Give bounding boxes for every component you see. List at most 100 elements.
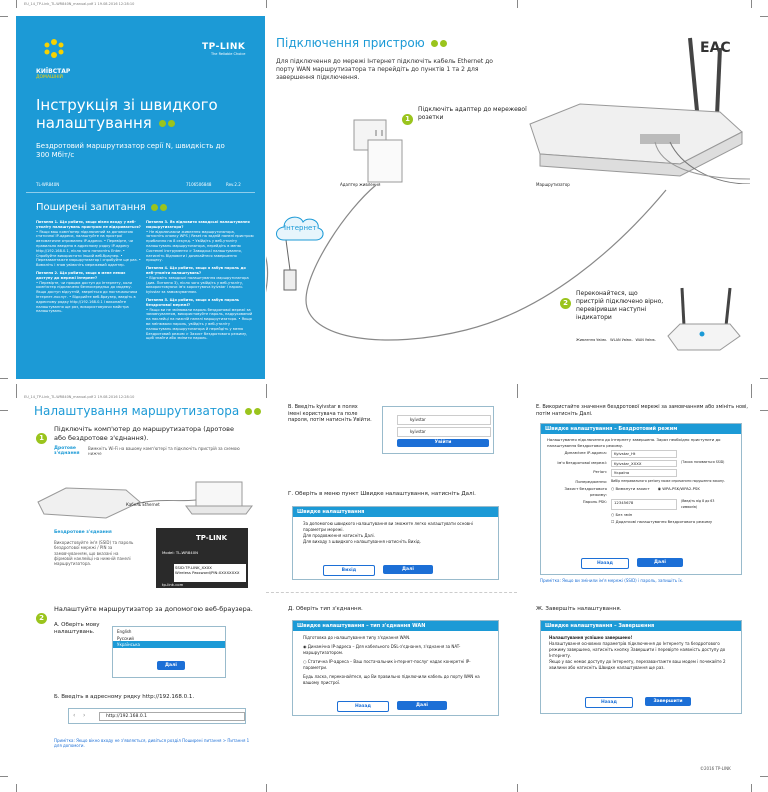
dialog-body: Підготовка до налаштування типу з'єднанн… xyxy=(293,631,498,690)
faq-col-right: Питання 3. Як відновити заводські налашт… xyxy=(146,220,254,341)
connect-title-text: Підключення пристрою xyxy=(276,36,425,50)
sticker-ssid: SSID:TP-LINK_XXXX xyxy=(175,565,212,570)
wireless-intro: Налаштування підключення до Інтернету за… xyxy=(547,437,721,448)
faq-q3: Питання 3. Як відновити заводські налашт… xyxy=(146,220,250,229)
row-3: Регіон:Україна xyxy=(547,469,735,477)
cover-subtitle: Бездротовий маршрутизатор серії N, швидк… xyxy=(36,142,225,159)
radio-icon: ○ xyxy=(303,659,308,664)
adapter-label: Адаптер живлення xyxy=(340,182,381,187)
crop-mark xyxy=(266,0,267,8)
crop-mark xyxy=(266,784,267,792)
crop-mark xyxy=(751,0,752,8)
wired-label: Дротове з'єднання xyxy=(54,446,80,456)
tplink-tagline: The Reliable Choice xyxy=(210,52,246,56)
faq-a1: • Якщо ваш комп'ютер підключений за допо… xyxy=(36,229,141,268)
forward-arrow-icon[interactable]: › xyxy=(83,712,86,719)
connect-title: Підключення пристрою xyxy=(276,36,447,50)
wired-note: Вимкніть Wi-Fi на вашому комп'ютері та п… xyxy=(88,446,240,456)
lang-ukrainian[interactable]: Українська xyxy=(113,641,225,648)
lang-russian[interactable]: Русский xyxy=(117,636,134,641)
cover-title: Інструкція зі швидкого налаштування xyxy=(36,96,246,132)
cloud-icon xyxy=(276,216,324,241)
ssid-field[interactable]: Kyivstar_XXXX xyxy=(611,459,677,467)
wan-option-dynamic[interactable]: ◉ Динамічна IP-адреса – Для кабельного D… xyxy=(303,644,461,655)
step-zh: Ж. Завершіть налаштування. xyxy=(536,606,622,612)
address-field[interactable]: http://192.168.0.1 xyxy=(99,712,245,721)
setup-step1-num: 1 xyxy=(36,425,47,444)
faq-q5: Питання 5. Що робити, якщо я забув парол… xyxy=(146,297,240,307)
connect-intro: Для підключення до мережі Інтернет підкл… xyxy=(276,58,493,81)
password-field[interactable]: kyivstar xyxy=(397,427,491,437)
indicator-power: Живлення Увімк. xyxy=(576,338,608,342)
kyivstar-sub: ДОМАШНІЙ xyxy=(36,75,63,80)
tplink-logo: TP-LINK The Reliable Choice xyxy=(202,42,245,56)
cover-rev: Rev.2.2 xyxy=(226,182,241,187)
finish-dialog: Швидке налаштування – Завершення Налашту… xyxy=(540,620,742,714)
dialog-title: Швидке налаштування – Бездротовий режим xyxy=(541,424,741,434)
ethernet-label: Кабель Ethernet xyxy=(126,502,160,507)
router-label: Маршрутизатор xyxy=(536,182,570,187)
back-button[interactable]: Назад xyxy=(337,701,389,712)
faq-q4: Питання 4. Що робити, якщо я забув парол… xyxy=(146,266,246,275)
faq-a5: • Якщо ви не змінювали пароль бездротово… xyxy=(146,307,253,341)
connect-step2: Переконайтеся, що пристрій підключено ві… xyxy=(576,290,664,321)
wan-line1: Підготовка до налаштування типу з'єднанн… xyxy=(303,635,411,640)
crop-mark xyxy=(0,378,8,379)
dialog-line1: За допомогою швидкого налаштування ви зм… xyxy=(303,521,473,532)
row1-field[interactable]: Kyivstar_Ht xyxy=(611,450,677,458)
finish-button[interactable]: Завершити xyxy=(645,697,691,706)
connect-step1: Підключіть адаптер до мережевої розетки xyxy=(418,106,527,121)
back-button[interactable]: Назад xyxy=(581,558,629,569)
setup-title: Налаштування маршрутизатора xyxy=(34,404,261,418)
step1-num: 1 xyxy=(402,106,413,125)
security-wpa-option[interactable]: ◉ WPA-PSK/WPA2-PSK xyxy=(657,486,700,491)
language-dialog: English Русский Українська Далі xyxy=(112,626,226,678)
next-button[interactable]: Далі xyxy=(397,701,447,710)
indicator-row: Живлення Увімк. WLAN Увімк. WAN Увімк. xyxy=(576,338,656,342)
next-button[interactable]: Далі xyxy=(157,661,185,670)
crop-mark xyxy=(517,384,518,398)
crop-mark xyxy=(751,384,752,398)
exit-button[interactable]: Вихід xyxy=(323,565,375,576)
crop-mark xyxy=(760,776,768,777)
crop-mark xyxy=(751,784,752,792)
region-select[interactable]: Україна xyxy=(611,469,677,477)
back-arrow-icon[interactable]: ‹ xyxy=(73,712,76,719)
faq-q1: Питання 1. Що робити, якщо вікно входу у… xyxy=(36,220,141,229)
router-sticker: TP-LINK Model: TL-WR840N SSID:TP-LINK_XX… xyxy=(156,528,248,588)
step-a: A. Оберіть мову налаштувань. xyxy=(54,622,104,636)
faq-title: Поширені запитання xyxy=(36,202,167,213)
security-off-option[interactable]: ○ Вимкнути захист xyxy=(611,486,650,491)
divider xyxy=(26,192,255,193)
kyivstar-name: КИЇВСТАР xyxy=(36,68,71,75)
browser-bar: ‹ › http://192.168.0.1 xyxy=(68,708,246,724)
step-d: Д. Оберіть тип з'єднання. xyxy=(288,606,363,612)
username-field[interactable]: kyivstar xyxy=(397,415,491,425)
crop-mark xyxy=(0,776,8,777)
sticker-brand: TP-LINK xyxy=(196,534,228,542)
wan-line2: Будь ласка, переконайтеся, що Ви правиль… xyxy=(303,674,480,685)
next-button[interactable]: Далі xyxy=(383,565,433,574)
kyivstar-logo: КИЇВСТАР ДОМАШНІЙ xyxy=(36,36,72,80)
wan-option-static[interactable]: ○ Статична IP-адреса – Ваш постачальник … xyxy=(303,659,471,670)
lang-english[interactable]: English xyxy=(117,629,132,634)
step-b: Б. Введіть в адресному рядку http://192.… xyxy=(54,694,195,700)
psk-field[interactable]: 12345678 xyxy=(611,499,677,510)
crop-mark xyxy=(16,0,17,8)
next-button[interactable]: Далі xyxy=(637,558,683,567)
eac-mark-icon: EAC xyxy=(700,40,731,56)
row-5: Захист бездротового режиму:○ Вимкнути за… xyxy=(564,486,700,497)
row-6: Пароль PSK:12345678(Введіть від 8 до 63 … xyxy=(582,499,715,510)
crop-mark xyxy=(16,384,17,398)
crop-mark xyxy=(760,410,768,411)
faq-a4: • Відновіть заводські налаштування маршр… xyxy=(146,275,249,295)
quick-setup-dialog: Швидке налаштування За допомогою швидког… xyxy=(292,506,499,580)
row-4: Попередження:Вибір неправильного регіону… xyxy=(575,478,725,484)
print-mark-middle: EU_14_TP-Link_TL-WR840N_manual.pdf 2 19.… xyxy=(24,395,135,399)
login-button[interactable]: Увійти xyxy=(397,439,489,447)
back-button[interactable]: Назад xyxy=(585,697,633,708)
extra-options-checkbox[interactable]: ☐ Додаткові налаштування бездротового ре… xyxy=(611,518,713,524)
dialog-body: Налаштування підключення до Інтернету за… xyxy=(541,434,741,527)
no-change-option[interactable]: ○ Без змін xyxy=(611,512,633,517)
cover-title-text: Інструкція зі швидкого налаштування xyxy=(36,96,218,132)
